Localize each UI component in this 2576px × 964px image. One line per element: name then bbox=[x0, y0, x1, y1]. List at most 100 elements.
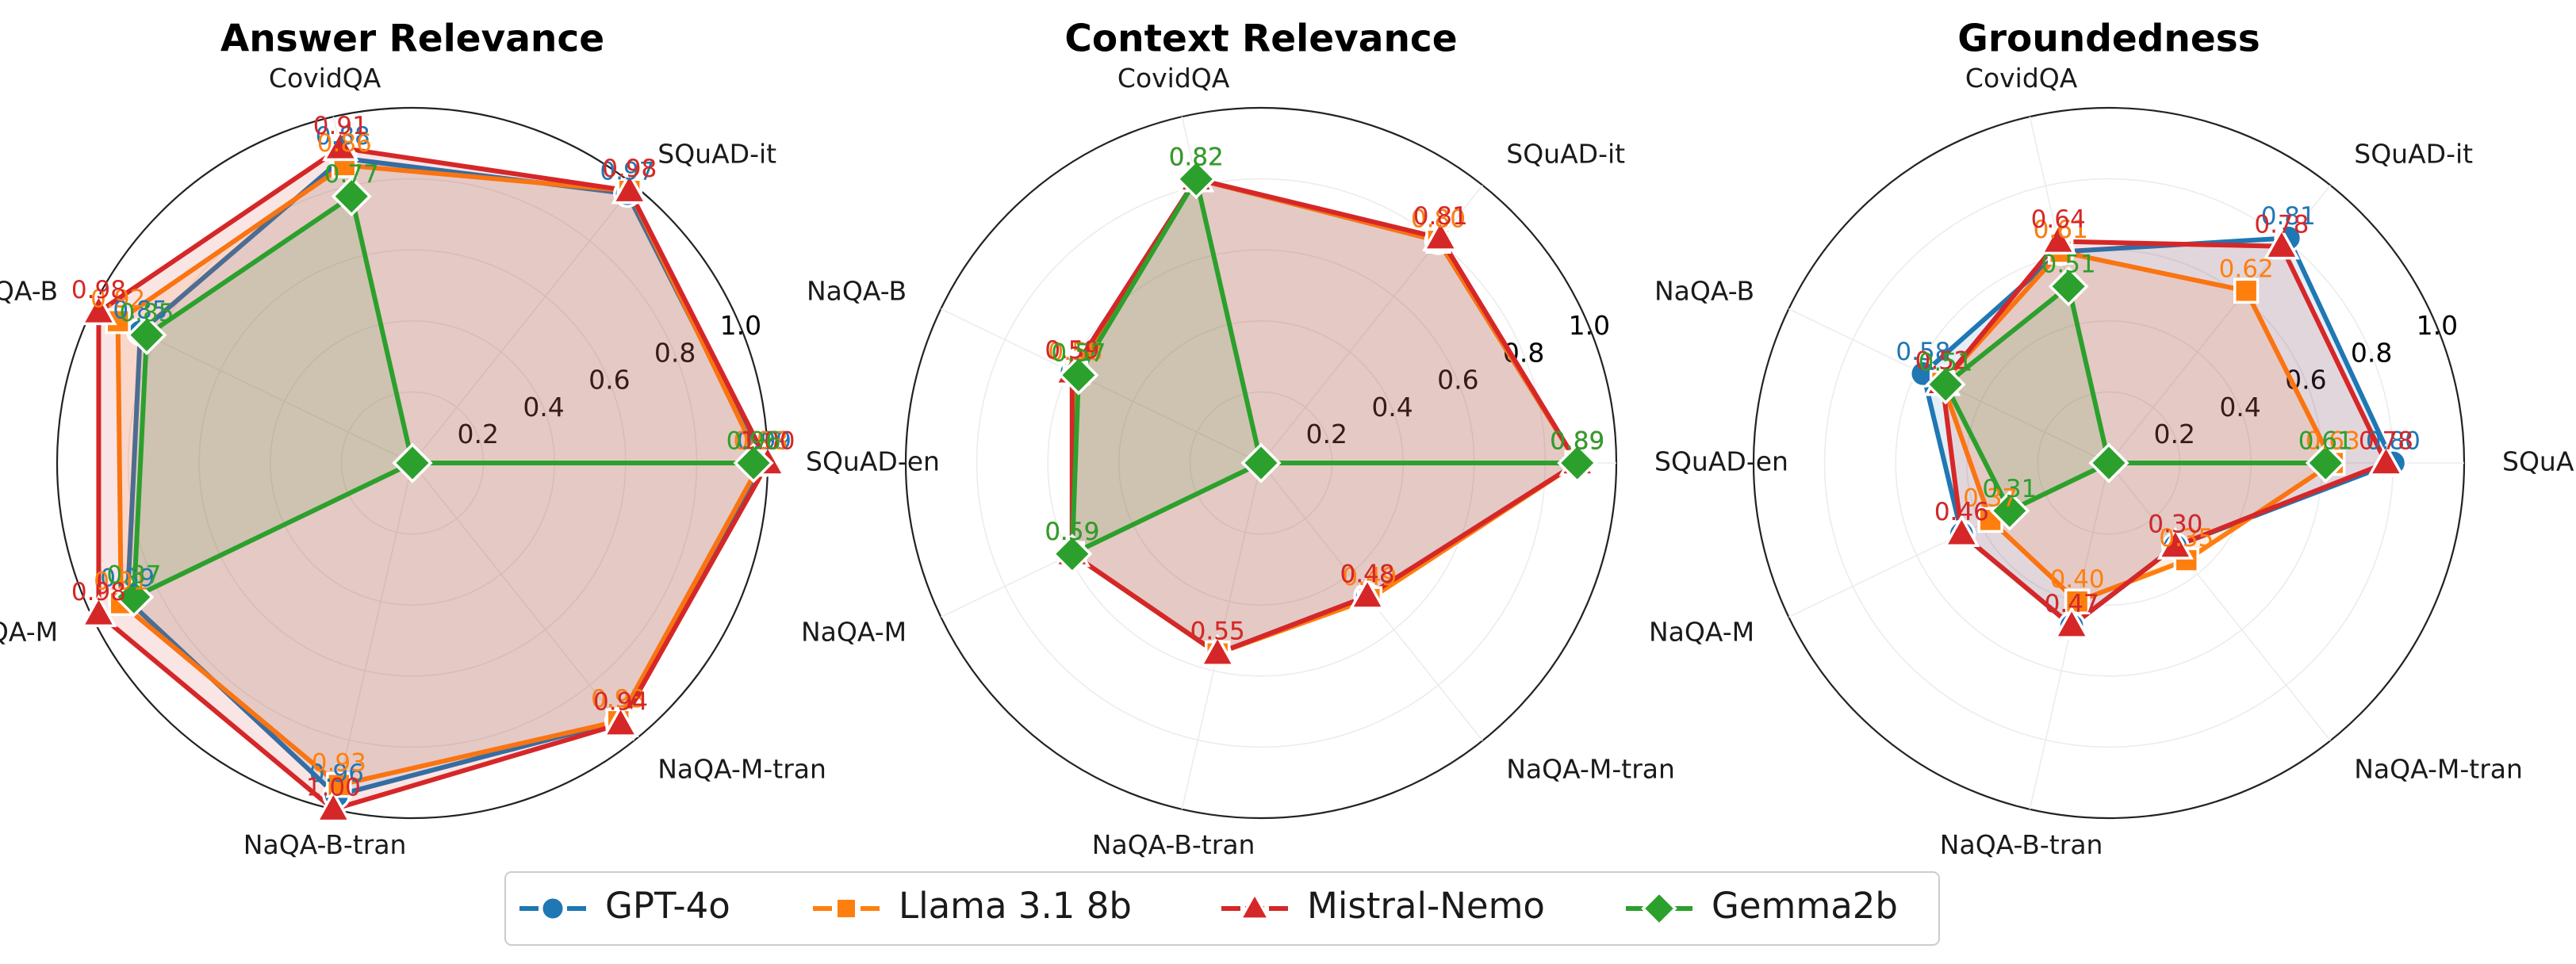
data-label-mistral-nemo-squad-en: 0.78 bbox=[2359, 427, 2413, 456]
data-label-llama-3-1-8b-squad-it: 0.80 bbox=[1411, 205, 1466, 233]
data-label-gemma2b-covidqa: 0.51 bbox=[2041, 251, 2096, 279]
data-label-gpt-4o-naqa-b-tran: 0.55 bbox=[1190, 618, 1245, 646]
series-area-gemma2b bbox=[133, 196, 754, 598]
r-tick-label: 0.8 bbox=[2351, 337, 2392, 368]
data-label-gemma2b-squad-en: 0.96 bbox=[726, 427, 781, 456]
data-label-llama-3-1-8b-naqa-m: 0.37 bbox=[1963, 484, 2018, 512]
data-label-mistral-nemo-naqa-m: 0.98 bbox=[71, 578, 126, 606]
point-gemma2b-squad-en bbox=[1557, 442, 1598, 484]
data-label-gpt-4o-naqa-b: 0.58 bbox=[1896, 338, 1950, 366]
data-label-gpt-4o-squad-en: 0.89 bbox=[1550, 427, 1604, 456]
legend-marker bbox=[540, 896, 565, 921]
data-label-llama-3-1-8b-squad-it: 0.62 bbox=[2219, 254, 2274, 283]
data-label-gpt-4o-squad-en: 0.99 bbox=[737, 427, 792, 456]
point-mistral-nemo-squad-it bbox=[611, 170, 648, 205]
data-label-gemma2b-squad-en: 0.61 bbox=[2298, 427, 2353, 456]
axis-label-squad-it: SQuAD-it bbox=[657, 139, 776, 170]
legend-marker bbox=[834, 897, 858, 920]
series-area-llama-3-1-8b bbox=[1942, 251, 2333, 602]
axis-label-naqa-m-tran: NaQA-M-tran bbox=[1506, 753, 1675, 784]
r-tick-label: 0.6 bbox=[588, 365, 630, 396]
axis-label-naqa-b-tran: NaQA-B-tran bbox=[1940, 829, 2103, 860]
data-label-mistral-nemo-naqa-m: 0.59 bbox=[1045, 518, 1099, 546]
grid-spoke bbox=[412, 462, 634, 741]
data-label-llama-3-1-8b-naqa-b: 0.52 bbox=[1915, 346, 1970, 375]
axis-label-naqa-b: NaQA-B bbox=[1654, 275, 1754, 306]
data-label-mistral-nemo-naqa-b-tran: 0.47 bbox=[2045, 590, 2099, 618]
point-llama-3-1-8b-squad-it bbox=[2233, 277, 2260, 304]
data-label-llama-3-1-8b-naqa-b-tran: 0.93 bbox=[312, 749, 366, 778]
data-label-llama-3-1-8b-covidqa: 0.82 bbox=[1169, 143, 1224, 171]
legend-entry-mistral-nemo: Mistral-Nemo bbox=[1221, 885, 1545, 927]
series-area-llama-3-1-8b bbox=[1071, 178, 1577, 654]
data-label-llama-3-1-8b-naqa-m-tran: 0.35 bbox=[2159, 524, 2214, 553]
data-label-mistral-nemo-naqa-m-tran: 0.48 bbox=[1340, 560, 1395, 589]
point-mistral-nemo-naqa-m-tran bbox=[1348, 576, 1386, 610]
point-gemma2b-naqa-b bbox=[1925, 364, 1966, 405]
data-label-gpt-4o-naqa-b-tran: 0.47 bbox=[2045, 590, 2099, 618]
point-mistral-nemo-naqa-b-tran bbox=[2053, 606, 2091, 639]
data-label-mistral-nemo-squad-en: 0.89 bbox=[1550, 427, 1604, 456]
point-gemma2b-squad-en bbox=[733, 442, 774, 484]
r-tick-label: 1.0 bbox=[720, 310, 761, 341]
legend-marker bbox=[1641, 890, 1677, 927]
data-label-gpt-4o-naqa-m: 0.59 bbox=[1045, 518, 1099, 546]
panel-title: Context Relevance bbox=[1064, 17, 1457, 61]
grid-spoke bbox=[332, 462, 413, 809]
grid-spoke bbox=[1181, 462, 1262, 809]
data-label-llama-3-1-8b-squad-en: 0.98 bbox=[734, 427, 788, 456]
data-label-mistral-nemo-squad-it: 0.98 bbox=[602, 155, 657, 183]
data-label-llama-3-1-8b-naqa-b-tran: 0.55 bbox=[1190, 618, 1245, 646]
series-area-mistral-nemo bbox=[98, 147, 769, 809]
r-tick-label: 0.2 bbox=[1306, 419, 1347, 449]
data-label-gpt-4o-naqa-m-tran: 0.48 bbox=[1340, 560, 1395, 589]
point-gemma2b-naqa-m bbox=[113, 576, 155, 618]
data-label-gpt-4o-squad-it: 0.80 bbox=[1411, 205, 1466, 233]
data-label-gpt-4o-squad-it: 0.81 bbox=[2261, 202, 2316, 231]
point-mistral-nemo-covidqa bbox=[322, 128, 359, 162]
axis-label-squad-it: SQuAD-it bbox=[2354, 139, 2473, 170]
axis-label-naqa-m-tran: NaQA-M-tran bbox=[2354, 753, 2523, 784]
series-line-mistral-nemo bbox=[96, 145, 770, 812]
r-tick-label: 0.8 bbox=[654, 337, 696, 368]
data-label-llama-3-1-8b-naqa-b: 0.92 bbox=[90, 285, 145, 314]
data-label-llama-3-1-8b-naqa-m: 0.59 bbox=[1045, 518, 1099, 546]
data-label-gemma2b-naqa-b: 0.51 bbox=[1919, 348, 1973, 377]
data-label-mistral-nemo-squad-it: 0.81 bbox=[1413, 202, 1468, 231]
data-label-mistral-nemo-naqa-b-tran: 1.00 bbox=[306, 773, 361, 801]
r-tick-label: 0.4 bbox=[523, 392, 564, 423]
panel-context-relevance: Context Relevance0.20.40.60.81.0SQuAD-en… bbox=[801, 17, 1788, 861]
point-mistral-nemo-naqa-m bbox=[1943, 514, 1980, 548]
axis-label-squad-en: SQuAD-en bbox=[1654, 446, 1788, 477]
r-tick-label: 1.0 bbox=[1569, 310, 1610, 341]
axis-label-naqa-m-tran: NaQA-M-tran bbox=[657, 753, 826, 784]
series-line-llama-3-1-8b bbox=[115, 163, 763, 788]
data-label-mistral-nemo-covidqa: 0.82 bbox=[1169, 143, 1224, 171]
point-mistral-nemo-naqa-m bbox=[80, 594, 117, 628]
grid-spoke bbox=[412, 185, 634, 464]
point-gemma2b-naqa-m bbox=[1052, 534, 1093, 575]
legend-label: Llama 3.1 8b bbox=[899, 885, 1132, 927]
axis-label-squad-it: SQuAD-it bbox=[1506, 139, 1625, 170]
data-label-gemma2b-naqa-m: 0.59 bbox=[1045, 518, 1099, 546]
point-gemma2b-naqa-m-tran bbox=[2088, 442, 2129, 484]
point-mistral-nemo-squad-it bbox=[1422, 218, 1459, 251]
series-area-gemma2b bbox=[1945, 286, 2326, 511]
point-mistral-nemo-squad-it bbox=[2263, 226, 2301, 260]
data-label-llama-3-1-8b-naqa-m-tran: 0.49 bbox=[1342, 563, 1397, 591]
data-label-gpt-4o-naqa-m-tran: 0.93 bbox=[591, 685, 646, 713]
data-label-mistral-nemo-naqa-m: 0.46 bbox=[1934, 498, 1989, 526]
point-mistral-nemo-naqa-m-tran bbox=[602, 704, 639, 737]
data-label-gpt-4o-naqa-b-tran: 0.96 bbox=[309, 759, 364, 788]
series-area-llama-3-1-8b bbox=[117, 165, 761, 786]
data-label-gpt-4o-naqa-m-tran: 0.30 bbox=[2148, 511, 2202, 539]
axis-label-naqa-m: NaQA-M bbox=[0, 617, 58, 648]
data-label-mistral-nemo-covidqa: 0.64 bbox=[2031, 205, 2086, 234]
series-line-mistral-nemo bbox=[1940, 239, 2389, 629]
data-label-mistral-nemo-squad-it: 0.78 bbox=[2254, 210, 2309, 239]
data-label-mistral-nemo-naqa-b: 0.52 bbox=[1915, 346, 1970, 375]
axis-label-naqa-m: NaQA-M bbox=[801, 617, 907, 648]
data-label-mistral-nemo-naqa-m-tran: 0.30 bbox=[2148, 511, 2202, 539]
legend-entry-gpt-4o: GPT-4o bbox=[519, 885, 730, 927]
